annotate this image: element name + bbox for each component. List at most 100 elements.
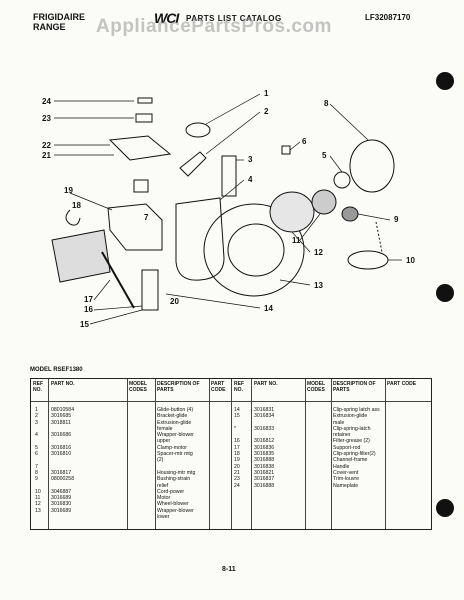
callout-14: 14 <box>264 304 273 313</box>
left-row-desc: Wrapper-blower <box>157 507 194 514</box>
right-row-ref: 16 <box>234 438 240 445</box>
left-row-desc: Motor <box>157 495 171 502</box>
extrusion-female-shape <box>221 155 237 197</box>
upper-wrapper-shape <box>175 197 225 281</box>
callout-24: 24 <box>42 97 51 106</box>
left-row-part: 3016689 <box>51 495 72 502</box>
callout-23: 23 <box>42 114 51 123</box>
callout-17: 17 <box>84 295 93 304</box>
right-row-part: 3016821 <box>254 469 275 476</box>
left-row-part <box>51 514 125 520</box>
right-row-desc: Clip-spring-latch <box>333 425 371 432</box>
left-row-ref: 5 <box>35 444 38 451</box>
right-row-desc: Filter-grease (2) <box>333 438 370 445</box>
callout-2: 2 <box>264 107 269 116</box>
left-row-ref: 9 <box>35 476 38 483</box>
header-brand: FRIGIDAIRE <box>33 12 86 22</box>
left-row-ref: 12 <box>35 501 41 508</box>
trim-louvre-shape <box>135 113 153 123</box>
left-row-desc: Extrusion-glide <box>157 419 192 426</box>
right-row-desc: Channel-frame <box>333 457 368 464</box>
right-row-part: 3016836 <box>254 444 275 451</box>
callout-13: 13 <box>314 281 323 290</box>
vent-clip-shape <box>133 179 149 193</box>
right-row-desc: Clip-spring-filter(2) <box>333 451 376 458</box>
col-rule <box>48 379 49 529</box>
left-row-part: 3016686 <box>51 432 72 439</box>
callout-3: 3 <box>248 155 253 164</box>
callout-21: 21 <box>42 151 51 160</box>
left-row-desc: (2) <box>157 457 164 464</box>
col-rule <box>251 379 252 529</box>
header-logo: WCI <box>154 10 179 26</box>
callout-20: 20 <box>170 297 179 306</box>
right-row-ref: 23 <box>234 476 240 483</box>
model-label: MODEL RSEF1380 <box>30 367 83 373</box>
power-cord-shape <box>347 250 389 270</box>
right-row-ref: 15 <box>234 413 240 420</box>
left-row-part: 3016810 <box>51 451 72 458</box>
left-row-ref: 6 <box>35 451 38 458</box>
exploded-parts-diagram: 24 23 22 21 19 18 1 2 3 4 6 5 8 9 10 11 … <box>42 89 415 329</box>
left-row-part: 3018811 <box>51 419 71 426</box>
glide-button-shape <box>185 122 211 138</box>
clip-spring-shape <box>65 209 81 226</box>
channel-frame-shape <box>107 203 163 251</box>
right-row-desc: Trim-louvre <box>333 476 360 483</box>
callout-12: 12 <box>314 248 323 257</box>
left-row-ref: 8 <box>35 469 38 476</box>
left-row-part: 08000258 <box>51 476 75 483</box>
strain-bushing-shape <box>341 206 359 222</box>
nameplate-shape <box>137 97 153 104</box>
left-row-ref <box>35 514 49 520</box>
right-row-part: 3016888 <box>254 482 275 489</box>
left-row-ref: 11 <box>35 495 41 502</box>
right-row-part: 3016835 <box>254 451 275 458</box>
right-row-desc: Cover-vent <box>333 469 359 476</box>
callout-9: 9 <box>394 215 399 224</box>
left-row-part: 3016830 <box>51 501 72 508</box>
right-row-part: 3016888 <box>254 457 275 464</box>
right-row-ref: 20 <box>234 463 240 470</box>
motor-shape <box>311 189 337 215</box>
callout-16: 16 <box>84 305 93 314</box>
right-row-ref: 17 <box>234 444 240 451</box>
right-row-ref: 18 <box>234 451 240 458</box>
left-row-desc: relief <box>157 482 169 489</box>
left-row-desc: Glide-button (4) <box>157 407 194 413</box>
left-row-ref: 4 <box>35 432 38 439</box>
right-row-part: 3016833 <box>254 425 275 432</box>
left-row-desc: Housing-mtr mtg <box>157 469 196 476</box>
header-ref-right: REF NO. <box>234 381 244 393</box>
right-row-ref: 14 <box>234 407 240 413</box>
col-rule <box>127 379 128 529</box>
header-catalog-number: LF32087170 <box>365 13 411 22</box>
right-row-part: 3016837 <box>254 476 275 483</box>
header-ref-left: REF NO. <box>33 381 43 393</box>
callout-15: 15 <box>80 320 89 329</box>
left-row-desc: Clamp-motor <box>157 444 187 451</box>
left-row-part: 3016689 <box>51 507 72 514</box>
col-rule <box>385 379 386 529</box>
header-part-code-left: PART CODE <box>211 381 226 393</box>
cord-lead-shape <box>375 221 383 253</box>
spacer-shape <box>281 145 291 155</box>
left-row-ref: 7 <box>35 463 38 470</box>
left-row-desc: upper <box>157 438 171 445</box>
left-row-desc: Wheel-blower <box>157 501 189 508</box>
callout-10: 10 <box>406 256 415 265</box>
filter-shape <box>51 229 111 283</box>
right-row-part: 3016812 <box>254 438 275 445</box>
binder-hole-bottom <box>436 499 454 517</box>
blower-wheel-shape <box>269 191 315 233</box>
right-row-ref: 21 <box>234 469 240 476</box>
col-rule <box>331 379 332 529</box>
extrusion-male-shape <box>141 269 159 311</box>
left-row-ref: 13 <box>35 507 41 514</box>
col-rule <box>305 379 306 529</box>
